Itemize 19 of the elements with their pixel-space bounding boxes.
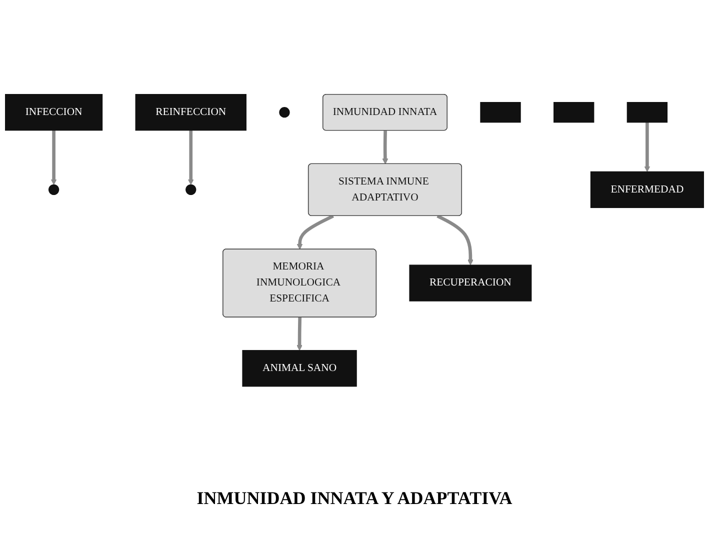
node-circle xyxy=(186,184,196,195)
diagram-caption: INMUNIDAD INNATA Y ADAPTATIVA xyxy=(196,488,514,509)
arrow xyxy=(436,214,474,265)
arrow xyxy=(382,130,388,164)
node-box xyxy=(626,102,668,122)
arrow xyxy=(50,130,57,185)
arrow xyxy=(296,316,302,350)
node-box: ANIMAL SANO xyxy=(242,350,357,386)
arrow xyxy=(644,122,650,172)
node-box xyxy=(554,102,594,122)
node-circle xyxy=(279,106,290,118)
node-box: INFECCION xyxy=(5,94,103,130)
arrow xyxy=(188,130,194,185)
node-box xyxy=(480,102,521,122)
node-box: RECUPERACION xyxy=(409,264,532,301)
node-box: ENFERMEDAD xyxy=(590,170,704,208)
node-circle xyxy=(48,184,60,195)
arrow xyxy=(296,214,334,250)
node-box: REINFECCION xyxy=(135,94,246,130)
